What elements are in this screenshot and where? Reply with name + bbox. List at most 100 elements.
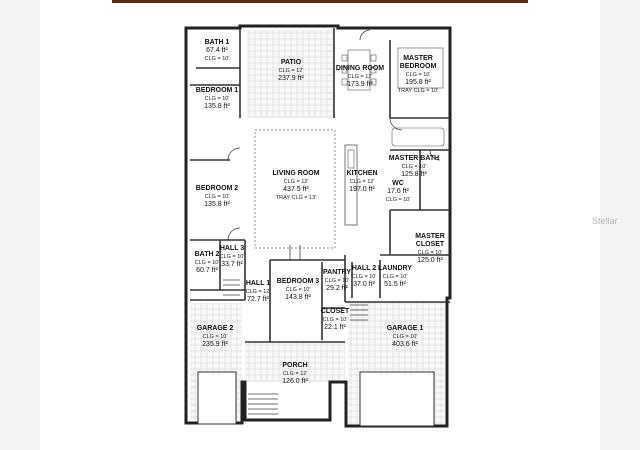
room-name: PORCH	[282, 362, 307, 369]
room-name: MASTER BATH	[389, 155, 439, 162]
room-clg: CLG = 10'	[205, 56, 230, 62]
room-area: 126.0 ft²	[282, 378, 308, 385]
room-clg: CLG = 12'	[283, 371, 308, 377]
room-label-hall2: HALL 2 CLG = 10'37.0 ft²	[352, 265, 377, 288]
room-clg: CLG = 12'	[284, 179, 309, 185]
master-bed	[397, 47, 444, 89]
room-label-pantry: PANTRY CLG = 10'29.2 ft²	[323, 269, 351, 292]
room-clg: CLG = 12'	[350, 179, 375, 185]
room-clg: CLG = 10'	[406, 72, 431, 78]
room-clg: CLG = 10'	[418, 250, 443, 256]
room-label-bedroom3: BEDROOM 3 CLG = 10'143.8 ft²	[277, 278, 320, 301]
room-label-garage2: GARAGE 2 CLG = 10'235.9 ft²	[197, 325, 234, 348]
room-area: 22.1 ft²	[324, 324, 346, 331]
room-clg: CLG = 10'	[325, 278, 350, 284]
room-name: WC	[392, 180, 404, 187]
room-name: BEDROOM	[400, 63, 437, 70]
room-name: BEDROOM 1	[196, 87, 239, 94]
room-name: BATH 1	[205, 39, 230, 46]
room-name: MASTER	[403, 55, 433, 62]
room-name: BEDROOM 3	[277, 278, 320, 285]
room-area: 67.4 ft²	[206, 47, 228, 54]
room-area: 235.9 ft²	[202, 341, 228, 348]
room-label-garage1: GARAGE 1 CLG = 10'403.6 ft²	[387, 325, 424, 348]
room-name: MASTER	[415, 233, 445, 240]
room-extra: TRAY CLG = 10'	[398, 88, 438, 94]
dining-table	[341, 49, 377, 91]
room-area: 72.7 ft²	[247, 296, 269, 303]
room-clg: CLG = 12'	[279, 68, 304, 74]
room-clg: CLG = 10'	[205, 96, 230, 102]
room-area: 37.0 ft²	[353, 281, 375, 288]
room-clg: CLG = 10'	[383, 274, 408, 280]
room-name: DINING ROOM	[336, 65, 384, 72]
room-clg: CLG = 10'	[402, 164, 427, 170]
room-area: 197.0 ft²	[349, 186, 375, 193]
exterior-walls	[184, 24, 452, 428]
room-label-hall1: HALL 1 CLG = 12'72.7 ft²	[246, 280, 271, 303]
room-clg: CLG = 12'	[348, 74, 373, 80]
room-area: 125.8 ft²	[401, 171, 427, 178]
room-area: 125.0 ft²	[417, 257, 443, 264]
room-label-master-bath: MASTER BATH CLG = 10'125.8 ft²	[389, 155, 439, 178]
room-name: HALL 1	[246, 280, 270, 287]
room-area: 60.7 ft²	[196, 267, 218, 274]
room-clg: CLG = 10'	[323, 317, 348, 323]
room-area: 135.8 ft²	[204, 201, 230, 208]
room-clg: CLG = 10'	[203, 334, 228, 340]
room-clg: CLG = 10'	[352, 274, 377, 280]
room-name: HALL 3	[220, 245, 244, 252]
room-label-hall3: HALL 3 CLG = 10'33.7 ft²	[220, 245, 245, 268]
living-tray-outline	[254, 129, 336, 249]
room-name: HALL 2	[352, 265, 376, 272]
room-name: BATH 2	[195, 251, 220, 258]
room-name: CLOSET	[416, 241, 445, 248]
room-area: 437.5 ft²	[283, 186, 309, 193]
room-area: 17.6 ft²	[387, 188, 409, 195]
room-clg: CLG = 10'	[393, 334, 418, 340]
room-name: PANTRY	[323, 269, 351, 276]
room-label-porch: PORCH CLG = 12'126.0 ft²	[282, 362, 308, 385]
doors	[227, 29, 441, 260]
room-label-dining: DINING ROOM CLG = 12'173.9 ft²	[336, 65, 384, 88]
patio-floor	[247, 30, 334, 118]
room-label-bath2: BATH 2 CLG = 10'60.7 ft²	[195, 251, 220, 274]
room-label-bath1: BATH 167.4 ft² CLG = 10'	[205, 39, 230, 62]
room-area: 143.8 ft²	[285, 294, 311, 301]
room-name: KITCHEN	[346, 170, 377, 177]
room-extra: TRAY CLG = 13'	[276, 195, 316, 201]
room-area: 403.6 ft²	[392, 341, 418, 348]
room-clg: CLG = 10'	[286, 287, 311, 293]
room-clg: CLG = 10'	[386, 197, 411, 203]
room-name: GARAGE 1	[387, 325, 424, 332]
room-area: 173.9 ft²	[347, 81, 373, 88]
garage1-door	[359, 371, 435, 427]
room-clg: CLG = 12'	[246, 289, 271, 295]
room-clg: CLG = 10'	[195, 260, 220, 266]
room-clg: CLG = 10'	[220, 254, 245, 260]
room-area: 135.8 ft²	[204, 103, 230, 110]
room-clg: CLG = 10'	[205, 194, 230, 200]
sink	[347, 149, 355, 169]
porch-steps	[223, 279, 368, 415]
room-name: LAUNDRY	[378, 265, 412, 272]
garage2-door	[197, 371, 237, 425]
room-label-kitchen: KITCHEN CLG = 12'197.0 ft²	[346, 170, 377, 193]
header-bar	[112, 0, 528, 3]
room-area: 195.8 ft²	[405, 79, 431, 86]
room-area: 29.2 ft²	[326, 285, 348, 292]
room-area: 33.7 ft²	[221, 261, 243, 268]
interior-walls	[190, 28, 450, 343]
porch-floor	[245, 342, 345, 382]
watermark: Stellar	[592, 216, 618, 226]
room-name: GARAGE 2	[197, 325, 234, 332]
room-name: BEDROOM 2	[196, 185, 239, 192]
